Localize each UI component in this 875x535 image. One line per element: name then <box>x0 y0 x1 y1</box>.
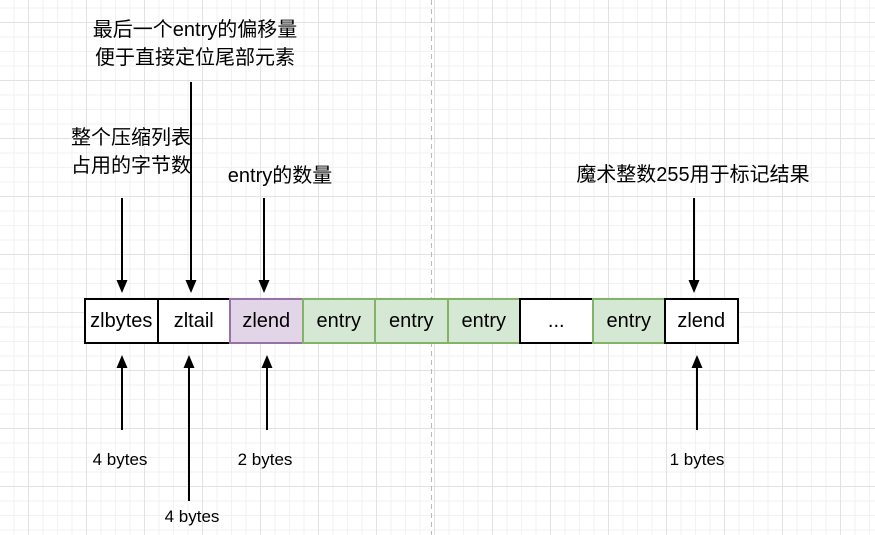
annotation-zlbytes: 整个压缩列表 占用的字节数 <box>71 124 191 180</box>
annotation-zltail-line2: 便于直接定位尾部元素 <box>95 47 295 69</box>
cell-ellipsis: ... <box>519 298 594 344</box>
annotation-zltail: 最后一个entry的偏移量 便于直接定位尾部元素 <box>93 16 297 72</box>
annotation-entry-count: entry的数量 <box>228 162 332 190</box>
annotation-entry-count-text: entry的数量 <box>227 165 333 187</box>
cell-zlend-head: zlend <box>229 298 304 344</box>
cell-entry-2: entry <box>374 298 449 344</box>
annotation-zltail-line1: 最后一个entry的偏移量 <box>92 19 298 41</box>
size-label-zlbytes: 4 bytes <box>92 450 148 469</box>
cell-zlbytes: zlbytes <box>84 298 159 344</box>
annotation-zlbytes-line1: 整个压缩列表 <box>71 127 191 149</box>
size-label-zlend-head: 2 bytes <box>237 450 293 469</box>
size-label-zltail: 4 bytes <box>164 507 220 526</box>
size-label-zlend-tail: 1 bytes <box>669 450 725 469</box>
annotation-magic-end: 魔术整数255用于标记结果 <box>576 161 809 189</box>
cell-entry-1: entry <box>301 298 376 344</box>
annotation-magic-end-text: 魔术整数255用于标记结果 <box>576 164 810 186</box>
ziplist-row: zlbytes zltail zlend entry entry entry .… <box>84 298 739 344</box>
cell-zltail: zltail <box>156 298 231 344</box>
annotation-zlbytes-line2: 占用的字节数 <box>71 155 191 177</box>
cell-entry-3: entry <box>446 298 521 344</box>
cell-entry-n: entry <box>591 298 666 344</box>
cell-zlend-tail: zlend <box>664 298 739 344</box>
